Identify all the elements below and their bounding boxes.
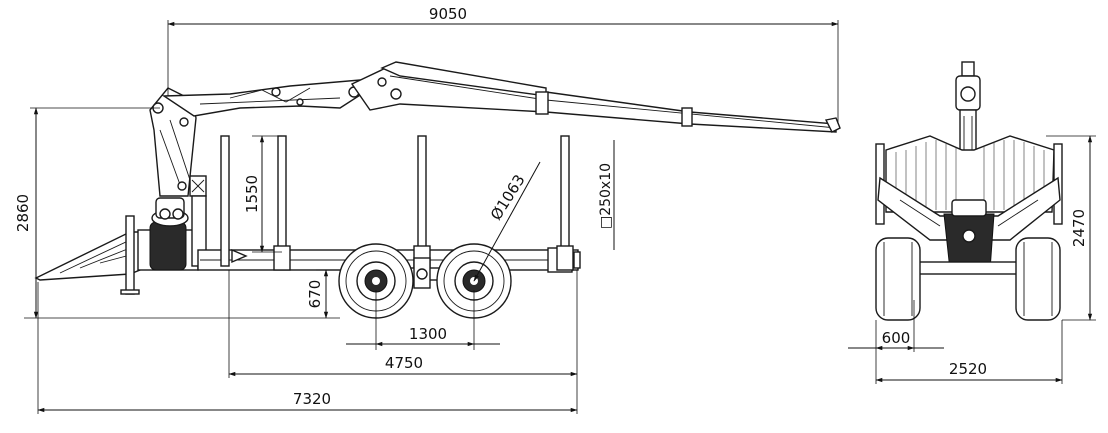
front-wheel-right (1015, 237, 1061, 321)
wheel-front (338, 243, 414, 319)
dim-label-1550: 1550 (243, 175, 261, 213)
dim-label-1300: 1300 (409, 325, 447, 343)
dim-4750: 4750 (228, 270, 578, 378)
dim-label-2470: 2470 (1070, 209, 1088, 247)
dim-670: 670 (306, 269, 340, 319)
dim-1300: 1300 (346, 290, 500, 350)
dim-label-4750: 4750 (385, 354, 423, 372)
side-view (34, 61, 841, 319)
drawbar (34, 215, 141, 295)
dim-label-7320: 7320 (293, 390, 331, 408)
dim-label-250x10: □250x10 (598, 163, 614, 229)
dim-label-670: 670 (306, 280, 324, 309)
load-grid (885, 135, 1055, 213)
dim-9050: 9050 (167, 5, 839, 124)
dim-1550: 1550 (243, 135, 282, 253)
dim-2470: 2470 (1046, 135, 1096, 321)
dim-label-600: 600 (882, 329, 911, 347)
dim-label-2520: 2520 (949, 360, 987, 378)
front-wheel-left (875, 237, 921, 321)
crane-column (149, 87, 207, 267)
dim-600: 600 (848, 300, 944, 384)
dim-2860: 2860 (14, 107, 340, 319)
outer-boom (350, 61, 841, 133)
main-boom (161, 79, 370, 117)
bolster (877, 176, 1061, 271)
dim-label-2860: 2860 (14, 194, 32, 232)
dim-2520: 2520 (875, 320, 1063, 384)
crane-base (137, 197, 199, 271)
front-view (875, 61, 1063, 321)
dim-label-1063: Ø1063 (487, 171, 529, 223)
dim-label-9050: 9050 (429, 5, 467, 23)
dim-250x10: □250x10 (598, 140, 615, 250)
front-axle (913, 261, 1025, 275)
dim-7320: 7320 (37, 282, 578, 414)
